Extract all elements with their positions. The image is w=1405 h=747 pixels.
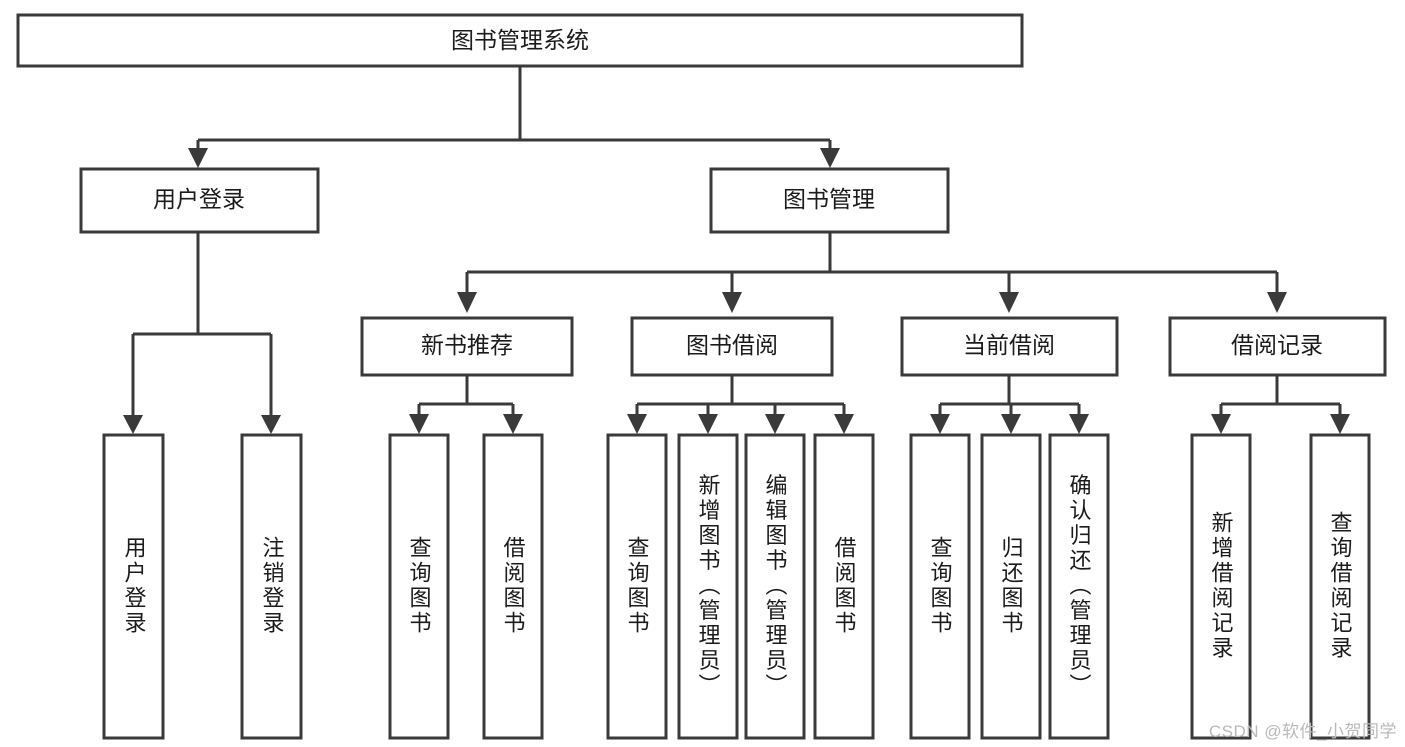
node-root-label: 图书管理系统 <box>451 27 589 53</box>
node-leaf-user-login-box[interactable] <box>102 433 165 740</box>
node-user-login-label: 用户登录 <box>153 186 245 212</box>
node-root[interactable]: 图书管理系统 <box>16 13 1024 68</box>
node-leaf-add-record-label: 新增借阅记录 <box>1209 511 1234 661</box>
node-leaf-query-book-3-box[interactable] <box>909 433 971 740</box>
node-leaf-borrow-book-1[interactable]: 借阅图书 <box>482 433 544 740</box>
node-leaf-borrow-book-2-label: 借阅图书 <box>832 536 857 636</box>
node-leaf-edit-book[interactable]: 编辑图书（管理员） <box>744 433 806 740</box>
arrow-to-book-manage <box>820 148 840 168</box>
node-leaf-return-book-label: 归还图书 <box>999 536 1024 636</box>
node-leaf-query-book-3[interactable]: 查询图书 <box>909 433 971 740</box>
node-leaf-user-login[interactable]: 用户登录 <box>102 433 165 740</box>
node-leaf-confirm-return-box[interactable] <box>1048 433 1110 740</box>
node-borrow-record-label: 借阅记录 <box>1231 332 1323 358</box>
node-leaf-logout-login-label: 注销登录 <box>260 536 285 636</box>
node-current-borrow-label: 当前借阅 <box>963 332 1055 358</box>
node-leaf-add-record-box[interactable] <box>1190 433 1252 740</box>
node-leaf-edit-book-box[interactable] <box>744 433 806 740</box>
node-leaf-query-book-2-box[interactable] <box>606 433 668 740</box>
arrow-to-leaf-query-book-3 <box>930 414 950 434</box>
arrow-to-leaf-query-book-2 <box>627 414 647 434</box>
arrow-to-new-book-recommend <box>457 292 477 313</box>
node-leaf-borrow-book-1-box[interactable] <box>482 433 544 740</box>
arrow-to-borrow-record <box>1267 292 1287 313</box>
node-leaf-add-book[interactable]: 新增图书（管理员） <box>677 433 739 740</box>
node-leaf-query-book-2[interactable]: 查询图书 <box>606 433 668 740</box>
node-new-book-recommend[interactable]: 新书推荐 <box>360 316 574 377</box>
node-leaf-edit-book-label: 编辑图书（管理员） <box>763 474 788 699</box>
arrow-to-leaf-return-book <box>1001 414 1021 434</box>
arrow-to-current-borrow <box>999 292 1019 313</box>
node-new-book-recommend-box[interactable] <box>360 316 574 377</box>
node-current-borrow[interactable]: 当前借阅 <box>900 316 1119 377</box>
node-leaf-logout-login[interactable]: 注销登录 <box>240 433 303 740</box>
node-leaf-user-login-label: 用户登录 <box>122 536 147 636</box>
arrow-to-user-login <box>188 148 208 168</box>
node-leaf-borrow-book-2-box[interactable] <box>813 433 875 740</box>
node-leaf-add-book-box[interactable] <box>677 433 739 740</box>
node-leaf-query-book-3-label: 查询图书 <box>928 536 953 636</box>
arrow-to-leaf-logout-login <box>261 415 281 434</box>
node-book-manage-box[interactable] <box>709 167 950 234</box>
node-leaf-query-record-label: 查询借阅记录 <box>1328 511 1353 661</box>
node-leaf-logout-login-box[interactable] <box>240 433 303 740</box>
node-current-borrow-box[interactable] <box>900 316 1119 377</box>
node-leaf-add-book-label: 新增图书（管理员） <box>696 474 721 699</box>
node-user-login-box[interactable] <box>79 167 320 234</box>
arrow-to-leaf-confirm-return <box>1069 414 1089 434</box>
arrow-to-leaf-query-record <box>1330 414 1350 434</box>
node-book-borrow-box[interactable] <box>630 316 834 377</box>
node-leaf-add-record[interactable]: 新增借阅记录 <box>1190 433 1252 740</box>
node-leaf-confirm-return[interactable]: 确认归还（管理员） <box>1048 433 1110 740</box>
node-leaf-query-book-1-label: 查询图书 <box>407 536 432 636</box>
node-leaf-return-book[interactable]: 归还图书 <box>980 433 1042 740</box>
node-root-box[interactable] <box>16 13 1024 68</box>
node-leaf-query-record[interactable]: 查询借阅记录 <box>1309 433 1371 740</box>
node-leaf-borrow-book-1-label: 借阅图书 <box>501 536 526 636</box>
arrow-to-leaf-borrow-book-1 <box>503 414 523 434</box>
node-leaf-query-book-1-box[interactable] <box>388 433 450 740</box>
arrow-to-leaf-edit-book <box>765 414 785 434</box>
arrow-to-leaf-add-book <box>698 414 718 434</box>
node-user-login[interactable]: 用户登录 <box>79 167 320 234</box>
node-borrow-record-box[interactable] <box>1168 316 1387 377</box>
node-leaf-confirm-return-label: 确认归还（管理员） <box>1067 474 1092 699</box>
arrow-to-leaf-borrow-book-2 <box>834 414 854 434</box>
arrow-to-leaf-add-record <box>1211 414 1231 434</box>
node-leaf-return-book-box[interactable] <box>980 433 1042 740</box>
arrow-to-leaf-query-book-1 <box>409 414 429 434</box>
node-book-manage-label: 图书管理 <box>783 186 875 212</box>
node-layer: 图书管理系统 用户登录 图书管理 新书推荐 图书借阅 当前 <box>16 13 1387 740</box>
connector-layer <box>123 66 1350 434</box>
arrow-to-leaf-user-login <box>123 415 143 434</box>
node-book-borrow[interactable]: 图书借阅 <box>630 316 834 377</box>
node-leaf-query-book-1[interactable]: 查询图书 <box>388 433 450 740</box>
node-leaf-query-book-2-label: 查询图书 <box>625 536 650 636</box>
node-book-borrow-label: 图书借阅 <box>686 332 778 358</box>
node-new-book-recommend-label: 新书推荐 <box>421 332 513 358</box>
node-leaf-query-record-box[interactable] <box>1309 433 1371 740</box>
arrow-to-book-borrow <box>722 292 742 313</box>
node-book-manage[interactable]: 图书管理 <box>709 167 950 234</box>
node-leaf-borrow-book-2[interactable]: 借阅图书 <box>813 433 875 740</box>
node-borrow-record[interactable]: 借阅记录 <box>1168 316 1387 377</box>
